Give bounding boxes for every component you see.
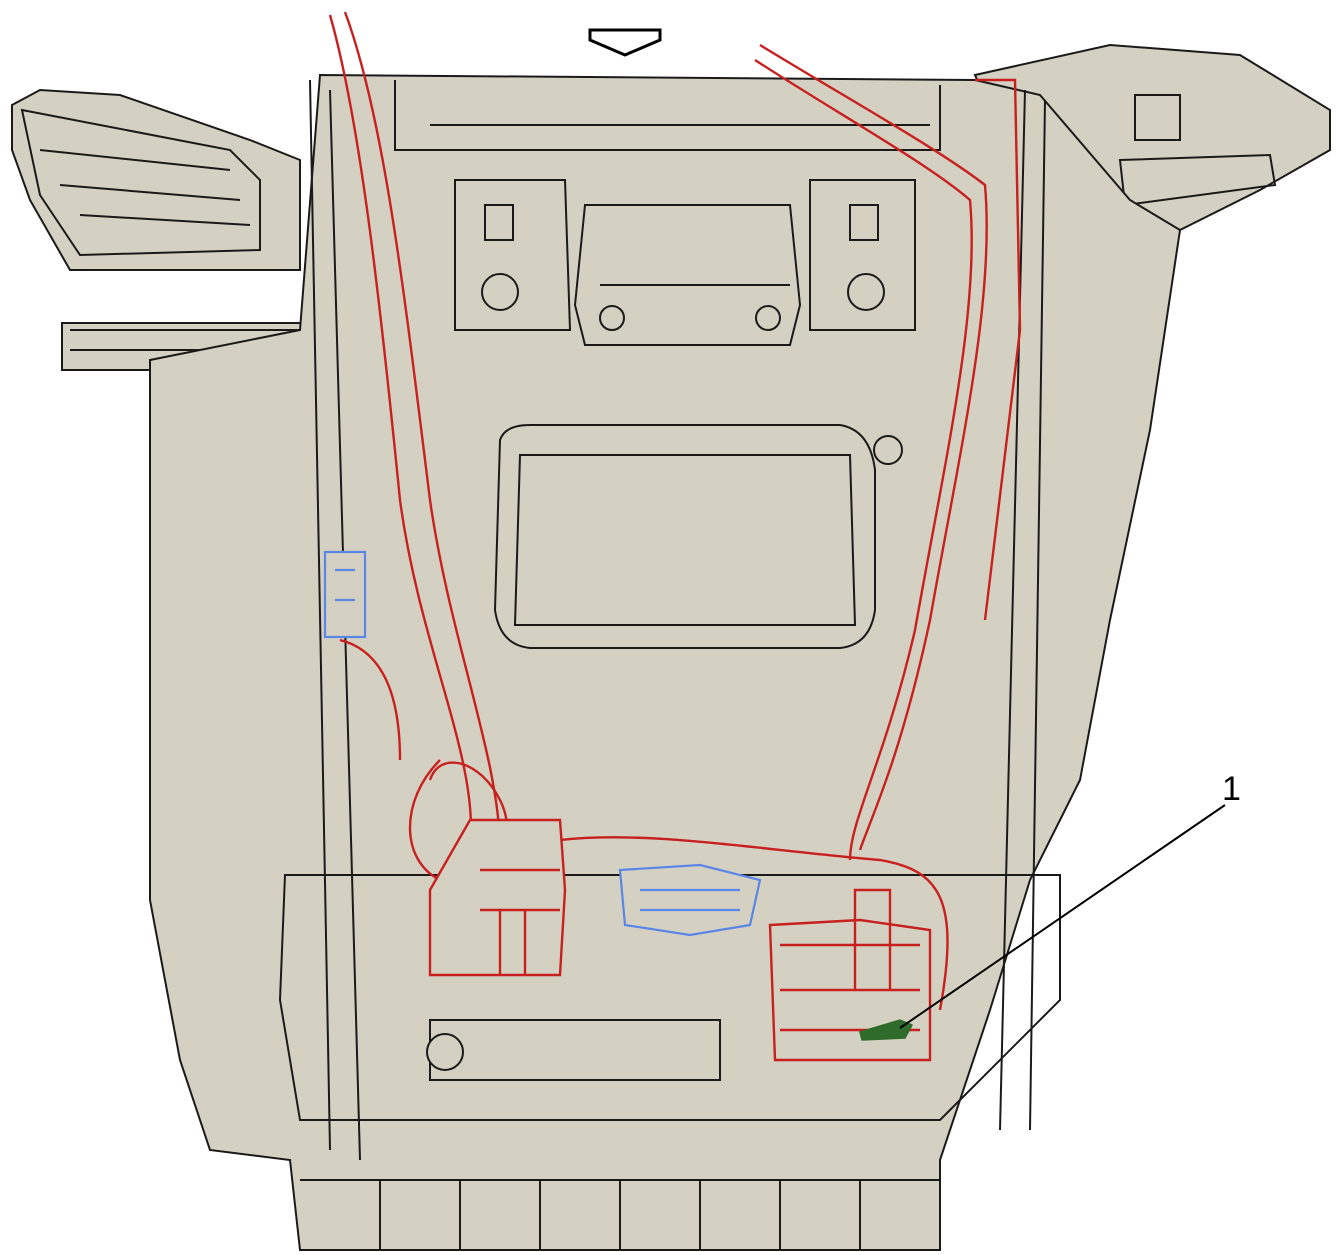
callout-1: 1 — [899, 770, 1241, 1029]
blue-connector-left — [323, 550, 367, 639]
ground-terminal — [859, 1019, 914, 1041]
blue-connector-center — [618, 863, 762, 937]
screw-holes — [426, 273, 903, 1071]
console-body — [149, 73, 1182, 1251]
arrow-down-icon — [588, 28, 662, 57]
callout-1-label: 1 — [1222, 770, 1241, 808]
left-upper-bracket — [11, 88, 301, 271]
left-harness-connector — [428, 818, 567, 977]
wire-harness — [328, 11, 1022, 1011]
